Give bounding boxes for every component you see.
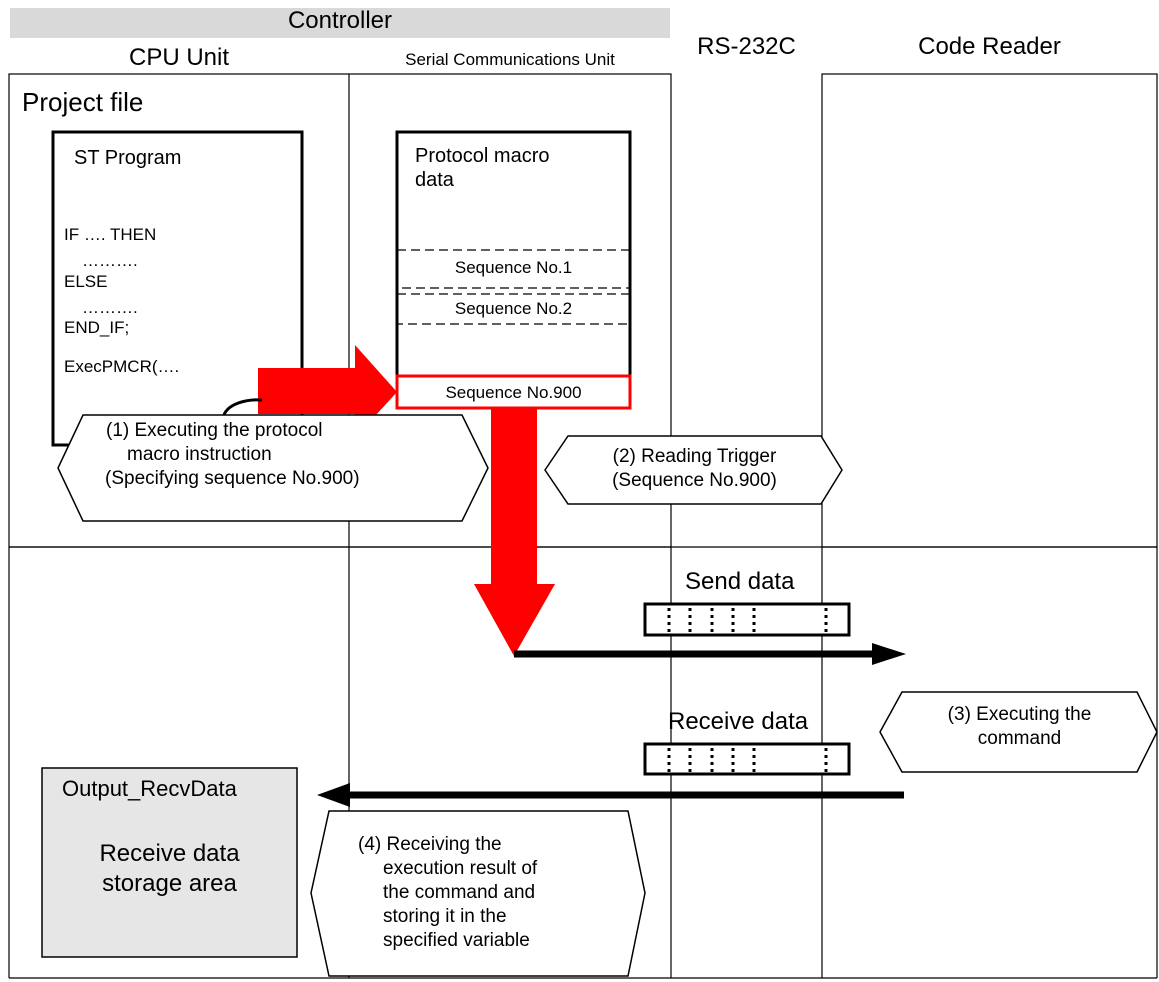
output-storage-desc: Receive data [99, 840, 240, 867]
output-variable-name: Output_RecvData [62, 776, 237, 801]
send-data-arrowhead [872, 643, 906, 665]
send-data-label: Send data [685, 568, 795, 595]
project-file-label: Project file [22, 87, 144, 117]
step4-text-line: execution result of [383, 858, 538, 879]
sequence-2-label: Sequence No.2 [454, 299, 573, 318]
sequence-900-slot [395, 374, 632, 410]
step1-text-line: (Specifying sequence No.900) [105, 468, 360, 489]
send-data-frame-box [643, 602, 851, 637]
step4-text-line: storing it in the [383, 906, 507, 927]
step1-callout-shape [57, 414, 489, 522]
step4-text-line: the command and [383, 882, 536, 903]
step2-text-line: (2) Reading Trigger [612, 446, 777, 467]
serial-unit-label: Serial Communications Unit [405, 50, 615, 69]
step1-text-line: macro instruction [127, 444, 272, 465]
receive-data-frame-box [643, 742, 851, 776]
step2-callout-shape [544, 435, 843, 505]
output-storage-box [41, 767, 298, 958]
code-reader-label: Code Reader [918, 33, 1061, 60]
step2-text-line: (Sequence No.900) [612, 470, 777, 491]
cpu-unit-label: CPU Unit [128, 44, 230, 71]
st-program-title: ST Program [74, 147, 182, 169]
step4-text-line: specified variable [383, 930, 530, 951]
receive-data-arrowhead [317, 783, 350, 807]
st-code-line: ExecPMCR(…. [64, 357, 180, 376]
st-code-line: IF …. THEN [64, 225, 157, 244]
step3-callout-shape [879, 691, 1158, 773]
step3-text-line: (3) Executing the [947, 704, 1092, 725]
st-code-line: ………. [82, 251, 138, 270]
protocol-macro-box [395, 130, 632, 409]
controller-label: Controller [287, 7, 393, 34]
st-code-line: ………. [82, 298, 138, 317]
sequence-1-label: Sequence No.1 [454, 258, 573, 277]
send-arrow-down [474, 408, 555, 656]
st-code-line: ELSE [64, 272, 108, 291]
step3-text-line: command [977, 728, 1062, 749]
protocol-macro-title-2: data [415, 169, 454, 191]
sequence-900-label: Sequence No.900 [445, 383, 582, 402]
step4-callout-shape [310, 810, 646, 977]
code-reader-frame-top [821, 73, 1158, 548]
protocol-macro-title: Protocol macro [415, 145, 550, 167]
receive-data-label: Receive data [668, 708, 809, 735]
sequence-2-slot [396, 293, 631, 325]
step1-text-line: (1) Executing the protocol [106, 420, 323, 441]
output-storage-desc-2: storage area [102, 870, 237, 897]
controller-header-bar [10, 8, 670, 38]
st-code-line: END_IF; [64, 318, 130, 337]
sequence-1-slot [396, 249, 631, 289]
step4-text-line: (4) Receiving the [358, 834, 502, 855]
rs232c-label: RS-232C [697, 33, 796, 60]
